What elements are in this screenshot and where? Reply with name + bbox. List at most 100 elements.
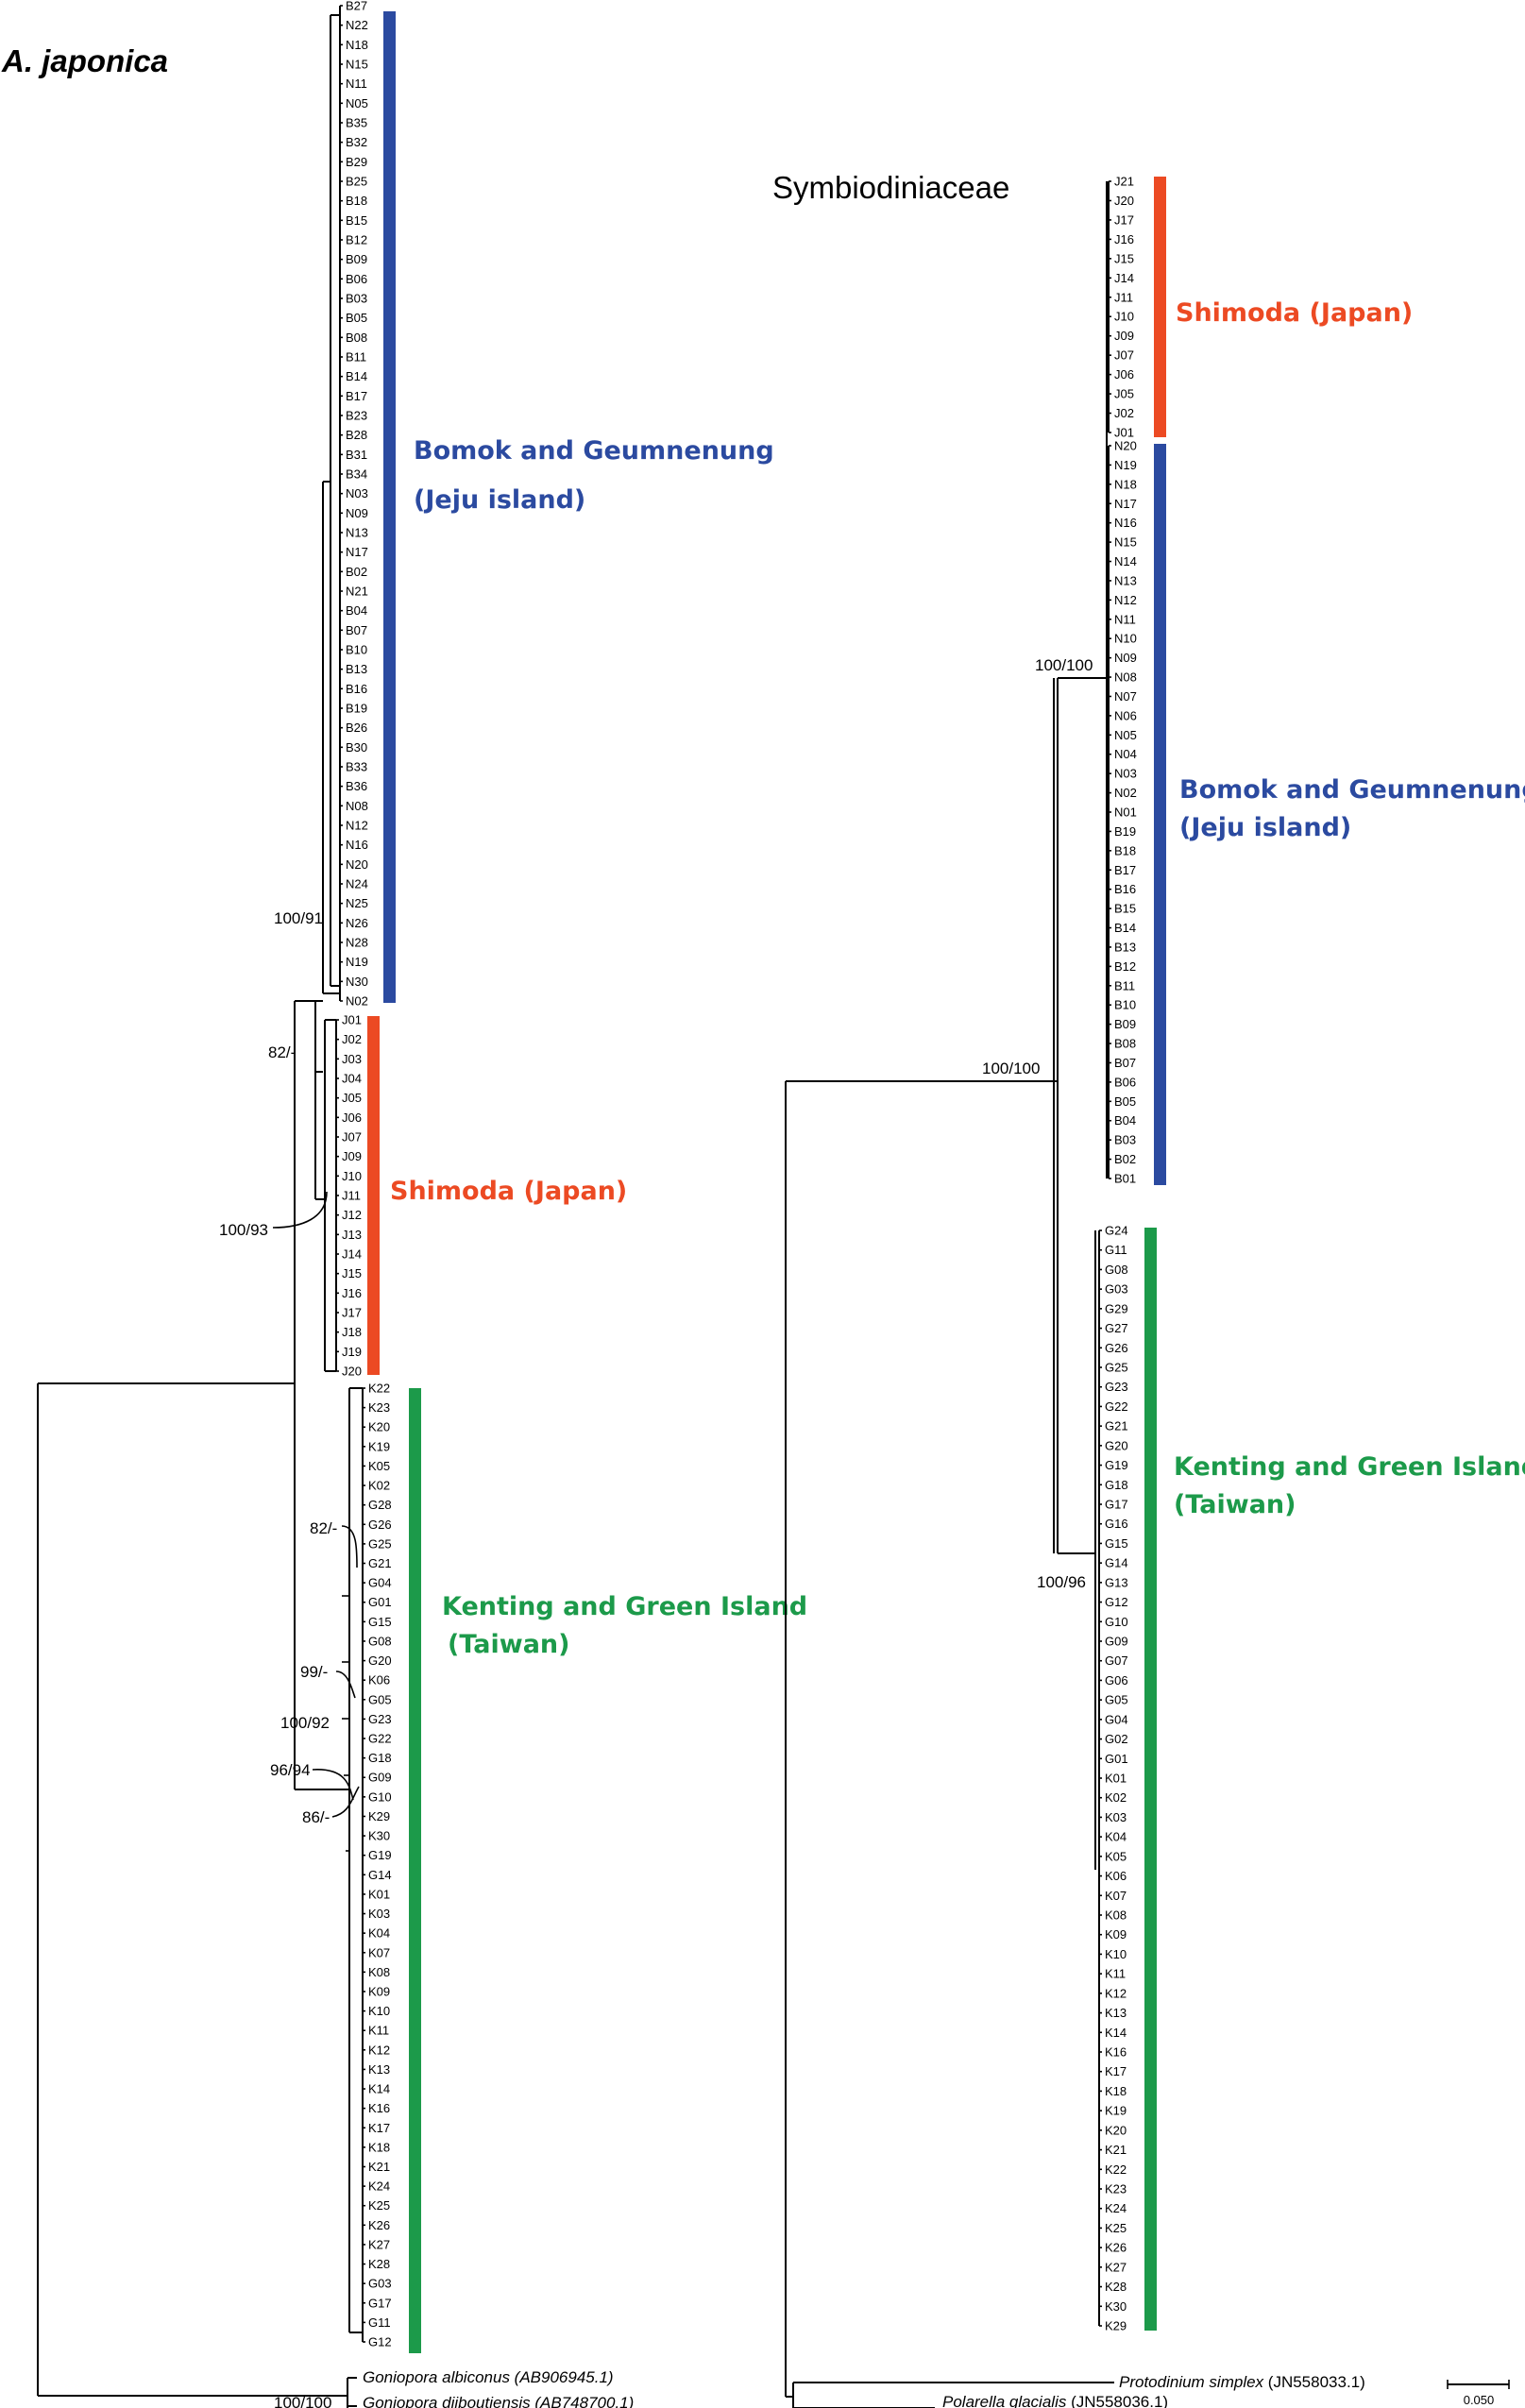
leaf-label: J17 [1114, 212, 1134, 227]
leaf-label: B12 [346, 233, 367, 247]
leaf-label: N09 [1114, 651, 1137, 665]
leaf-label: K09 [368, 1984, 390, 1998]
leaf-label: K10 [1105, 1947, 1127, 1961]
leaf-label: B07 [346, 623, 367, 637]
leaf-label: K22 [368, 1382, 390, 1396]
clade-bar-taiwan [409, 1388, 421, 2353]
leaf-label: G26 [368, 1518, 392, 1532]
leaf-label: G08 [1105, 1263, 1128, 1277]
leaf-label: B11 [346, 350, 366, 365]
leaf-label: K14 [1105, 2026, 1127, 2040]
leaf-label: N03 [1114, 767, 1137, 781]
leaf-label: N17 [346, 545, 368, 559]
leaf-label: K09 [1105, 1927, 1127, 1942]
leaf-label: K01 [368, 1887, 390, 1901]
leaf-label: B17 [346, 389, 367, 403]
leaf-label: K05 [1105, 1849, 1127, 1863]
leaf-label: K03 [368, 1907, 390, 1921]
support-value: 86/- [302, 1808, 330, 1826]
leaf-label: J09 [1114, 329, 1134, 343]
leaf-label: G13 [1105, 1575, 1128, 1589]
leaf-label: K02 [368, 1479, 390, 1493]
leaf-label: G04 [1105, 1712, 1128, 1726]
leaf-label: K08 [1105, 1908, 1127, 1923]
leaf-label: N28 [346, 936, 368, 950]
leaf-label: B28 [346, 428, 367, 442]
leaf-label: K29 [1105, 2319, 1127, 2333]
leaf-label: K14 [368, 2082, 390, 2096]
leaf-label: K13 [368, 2062, 390, 2077]
leaf-label: G03 [1105, 1282, 1128, 1297]
leaf-label: B09 [1114, 1017, 1136, 1031]
leaf-label: G23 [368, 1712, 392, 1726]
leaf-label: B01 [1114, 1172, 1136, 1186]
leaf-label: K24 [368, 2179, 390, 2194]
leaf-label: B31 [346, 448, 367, 462]
leaf-label: K27 [1105, 2260, 1127, 2274]
leaf-label: J02 [1114, 406, 1134, 420]
leaf-label: B06 [346, 272, 367, 286]
leaf-label: G21 [368, 1556, 392, 1570]
leaf-label: N10 [1114, 632, 1137, 646]
leaf-label: G10 [368, 1789, 392, 1804]
leaf-label: N05 [1114, 728, 1137, 742]
leaf-label: K23 [1105, 2182, 1127, 2196]
leaf-label: K19 [1105, 2104, 1127, 2118]
leaf-label: G15 [368, 1615, 392, 1629]
leaf-label: N20 [1114, 439, 1137, 453]
leaf-label: G20 [1105, 1438, 1128, 1452]
leaf-label: K30 [1105, 2299, 1127, 2314]
support-value: 99/- [300, 1663, 328, 1681]
leaf-label: B03 [346, 292, 367, 306]
leaf-label: G14 [1105, 1556, 1128, 1570]
support-leader [312, 1769, 354, 1801]
support-leader [335, 1670, 356, 1699]
leaf-label: G22 [368, 1732, 392, 1746]
leaf-label: B06 [1114, 1075, 1136, 1089]
leaf-label: N13 [346, 526, 368, 540]
leaf-label: G01 [1105, 1752, 1128, 1766]
leaf-label: J20 [1114, 194, 1134, 208]
leaf-label: N11 [1114, 612, 1136, 626]
leaf-label: B14 [346, 369, 367, 383]
leaf-label: K25 [368, 2198, 390, 2213]
leaf-label: J11 [342, 1189, 361, 1203]
leaf-label: B08 [346, 331, 367, 345]
leaf-label: K07 [368, 1945, 390, 1959]
leaf-label: N06 [1114, 708, 1137, 722]
group-sublabel-jeju-right: (Jeju island) [1179, 813, 1351, 842]
leaf-label: K26 [368, 2218, 390, 2232]
leaf-label: N24 [346, 877, 368, 891]
leaf-label: K30 [368, 1829, 390, 1843]
leaf-label: B12 [1114, 959, 1136, 974]
leaf-label: G11 [1105, 1243, 1127, 1257]
leaf-label: K26 [1105, 2241, 1127, 2255]
leaf-label: K20 [368, 1420, 390, 1434]
leaf-label: B14 [1114, 921, 1136, 935]
leaf-label: B03 [1114, 1133, 1136, 1147]
leaf-label: N15 [1114, 535, 1137, 550]
leaf-label: B15 [346, 213, 367, 228]
leaf-label: G01 [368, 1595, 392, 1609]
leaf-label: N11 [346, 76, 367, 91]
leaf-label: B04 [346, 603, 367, 618]
leaf-label: B07 [1114, 1056, 1136, 1070]
leaf-label: N04 [1114, 747, 1137, 761]
leaf-label: N20 [346, 857, 368, 872]
leaf-label: K05 [368, 1459, 390, 1473]
support-value: 100/100 [982, 1060, 1040, 1077]
leaf-label: G06 [1105, 1673, 1128, 1687]
outgroup-label: Protodinium simplex (JN558033.1) [1119, 2373, 1365, 2391]
leaf-label: N18 [1114, 477, 1137, 491]
leaf-label: N15 [346, 58, 368, 72]
leaf-label: B35 [346, 116, 367, 130]
leaf-label: G29 [1105, 1301, 1128, 1315]
leaf-label: B29 [346, 155, 367, 169]
leaf-label: J16 [342, 1286, 362, 1300]
leaf-label: B18 [1114, 843, 1136, 857]
leaf-label: J16 [1114, 232, 1134, 246]
leaf-label: N09 [346, 506, 368, 520]
outgroup-label: Goniopora djiboutiensis (AB748700.1) [363, 2394, 634, 2408]
leaf-label: J06 [1114, 367, 1134, 382]
